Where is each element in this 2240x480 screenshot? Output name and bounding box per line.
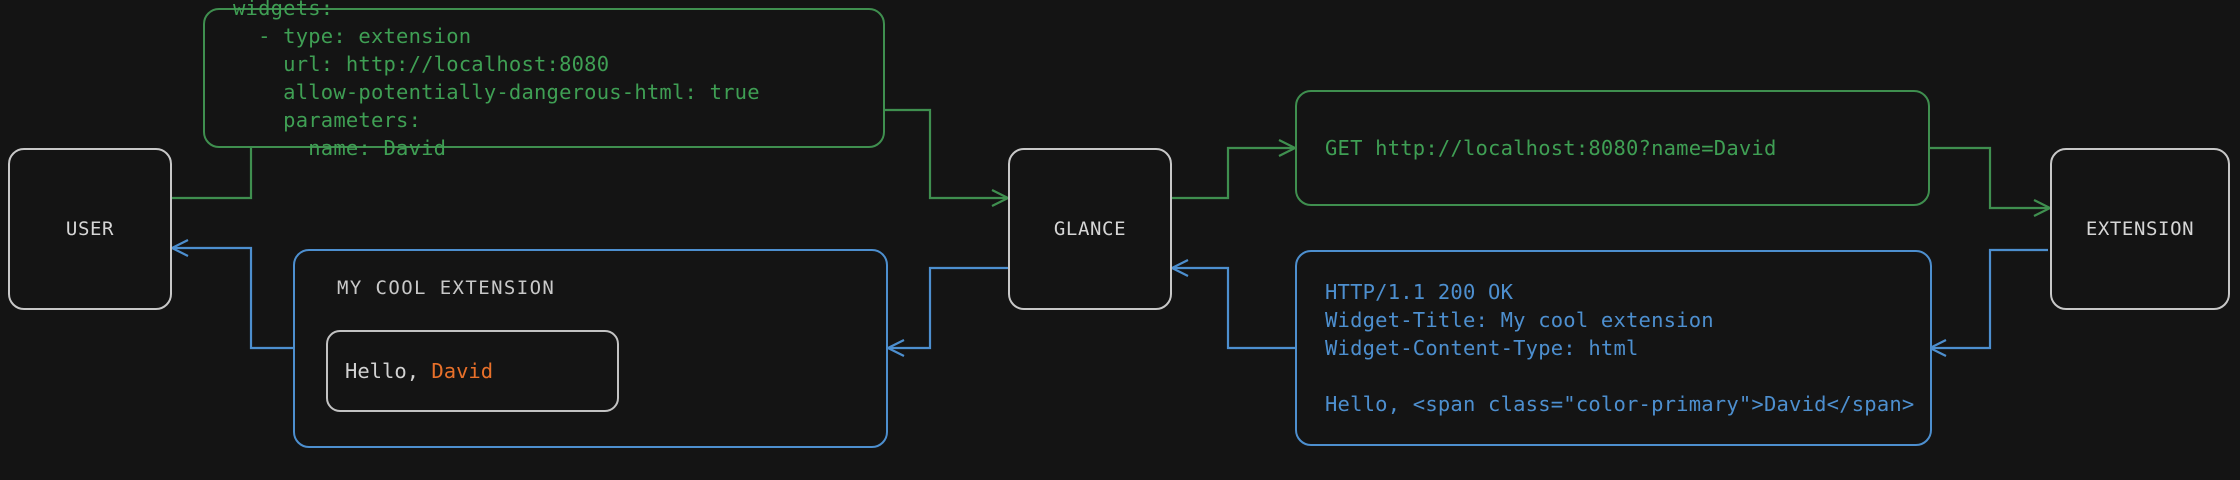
config-yaml-text: widgets: - type: extension url: http://l… <box>233 0 760 160</box>
message-http-response[interactable]: HTTP/1.1 200 OK Widget-Title: My cool ex… <box>1295 250 1932 446</box>
rendered-widget-body: Hello, David <box>328 359 493 383</box>
rendered-widget-card: Hello, David <box>326 330 619 412</box>
node-user[interactable]: USER <box>8 148 172 310</box>
message-config-yaml[interactable]: widgets: - type: extension url: http://l… <box>203 0 885 160</box>
node-glance[interactable]: GLANCE <box>1008 148 1172 310</box>
rendered-widget-body-prefix: Hello, <box>345 359 432 383</box>
arrow-glance-to-widget <box>885 266 1008 357</box>
message-rendered-widget[interactable]: MY COOL EXTENSION Hello, David <box>293 249 888 448</box>
arrow-extension-to-response <box>1927 248 2048 357</box>
node-extension[interactable]: EXTENSION <box>2050 148 2230 310</box>
arrow-glance-to-request <box>1172 139 1298 200</box>
node-glance-label: GLANCE <box>1053 218 1127 240</box>
arrow-request-to-extension <box>1930 146 2053 217</box>
arrow-config-to-glance <box>885 108 1011 207</box>
node-extension-label: EXTENSION <box>2085 218 2195 240</box>
message-http-request[interactable]: GET http://localhost:8080?name=David <box>1295 90 1930 206</box>
http-response-text: HTTP/1.1 200 OK Widget-Title: My cool ex… <box>1325 280 1915 416</box>
arrow-response-to-glance <box>1169 259 1295 350</box>
rendered-widget-body-accent: David <box>431 359 494 383</box>
arrow-widget-to-user <box>169 239 293 350</box>
rendered-widget-title: MY COOL EXTENSION <box>337 277 556 299</box>
http-request-text: GET http://localhost:8080?name=David <box>1325 136 1777 160</box>
node-user-label: USER <box>65 218 115 240</box>
